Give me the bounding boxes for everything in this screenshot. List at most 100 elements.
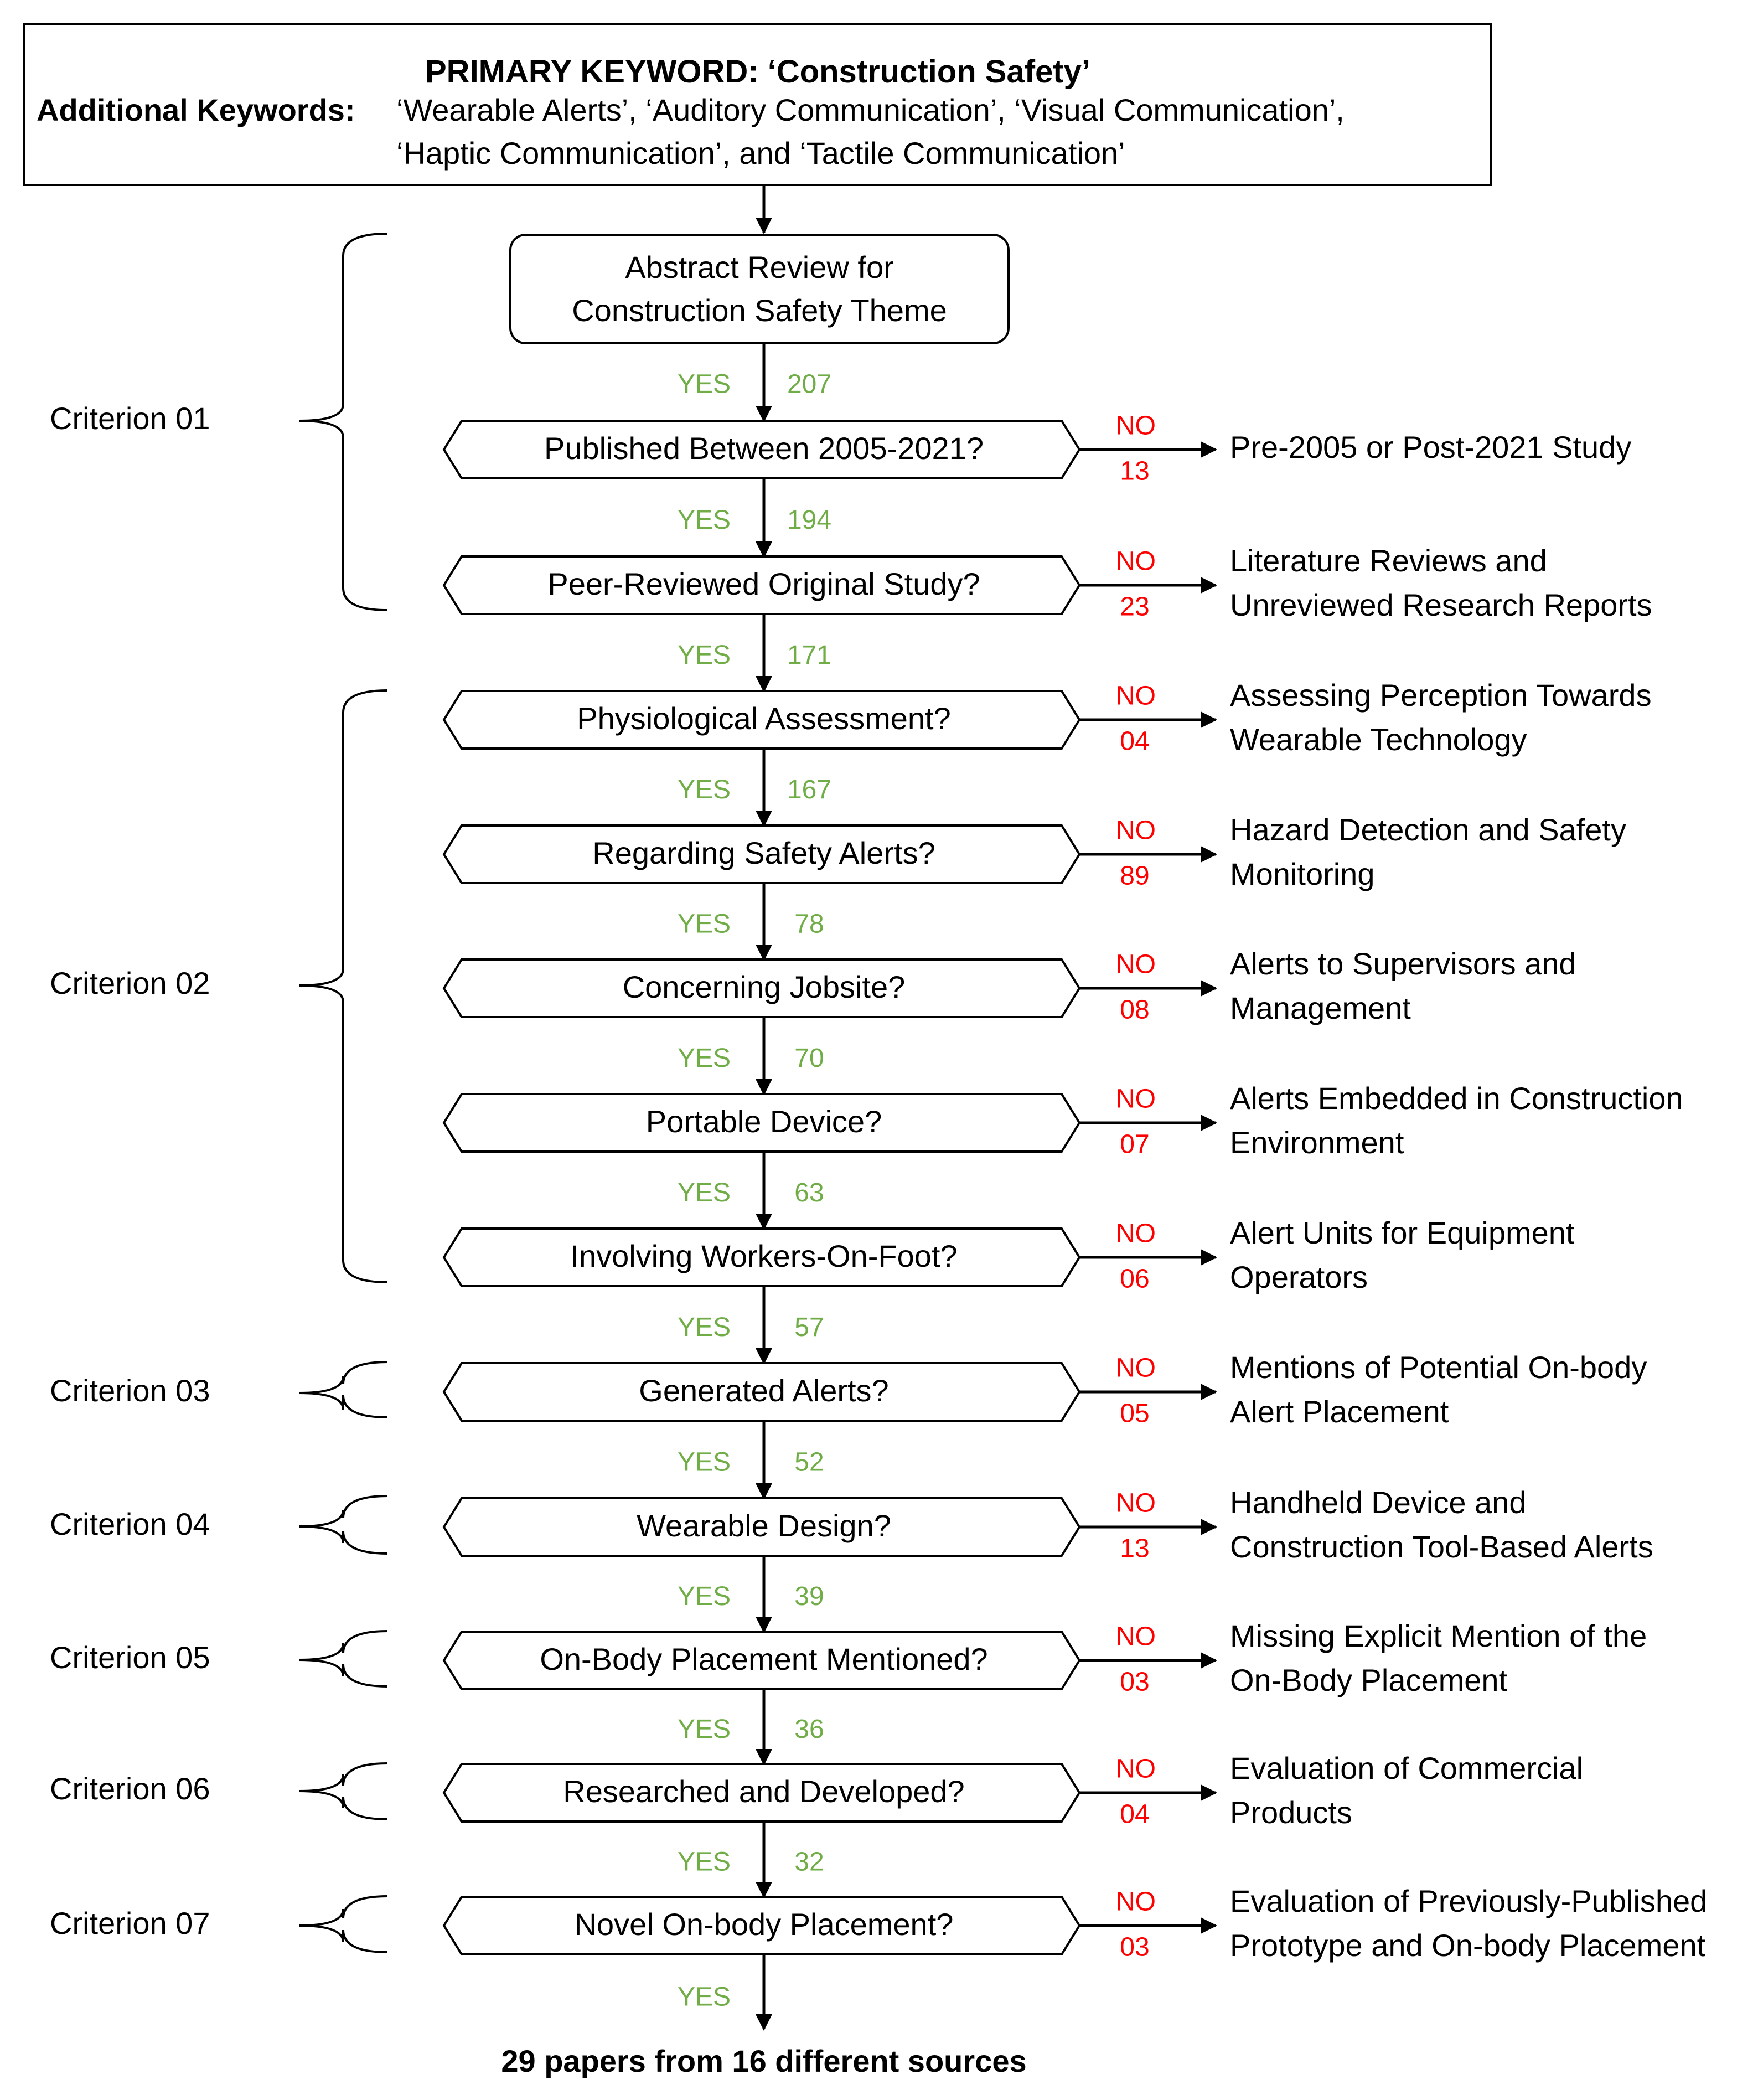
decision-node xyxy=(442,1497,1081,1557)
criterion-label: Criterion 04 xyxy=(50,1506,210,1541)
exclusion-text: Evaluation of Commercial xyxy=(1230,1751,1583,1786)
no-count: 08 xyxy=(1120,995,1149,1025)
exclusion-text: Alerts to Supervisors and xyxy=(1230,946,1576,981)
criterion-label: Criterion 02 xyxy=(50,966,210,1000)
exclusion-text: Evaluation of Previously-Published xyxy=(1230,1884,1707,1918)
exclusion-text: Alerts Embedded in Construction xyxy=(1230,1081,1683,1116)
exclusion-text: Products xyxy=(1230,1795,1352,1830)
decision-node xyxy=(442,1763,1081,1823)
no-label: NO xyxy=(1116,1887,1156,1917)
abstract-review-line-1: Abstract Review for xyxy=(625,250,894,285)
criterion-brace xyxy=(298,1361,388,1418)
yes-label: YES xyxy=(678,1983,731,2012)
yes-label: YES xyxy=(678,1044,731,1073)
no-label: NO xyxy=(1116,411,1156,441)
yes-count: 32 xyxy=(794,1848,824,1877)
criterion-brace xyxy=(298,1630,388,1688)
decision-node xyxy=(442,1227,1081,1287)
decision-question: Involving Workers-On-Foot? xyxy=(570,1239,957,1273)
no-label: NO xyxy=(1116,682,1156,711)
yes-count: 57 xyxy=(794,1313,824,1342)
criterion-brace xyxy=(298,233,388,611)
criterion-label: Criterion 05 xyxy=(50,1640,210,1675)
additional-keywords-label: Additional Keywords: xyxy=(37,92,355,127)
yes-count: 70 xyxy=(794,1044,824,1073)
decision-question: Peer-Reviewed Original Study? xyxy=(547,566,980,601)
decision-node xyxy=(442,555,1081,615)
yes-count: 207 xyxy=(787,370,831,399)
no-count: 07 xyxy=(1120,1130,1149,1159)
no-count: 13 xyxy=(1120,1534,1149,1564)
exclusion-text: On-Body Placement xyxy=(1230,1663,1508,1697)
decision-question: Physiological Assessment? xyxy=(577,701,950,736)
decision-node xyxy=(442,420,1081,479)
decision-node xyxy=(442,690,1081,750)
yes-label: YES xyxy=(678,370,731,399)
yes-count: 194 xyxy=(787,505,831,535)
no-count: 06 xyxy=(1120,1265,1149,1294)
no-count: 05 xyxy=(1120,1399,1149,1428)
exclusion-text: Mentions of Potential On-body xyxy=(1230,1350,1647,1385)
criterion-brace xyxy=(298,1495,388,1555)
decision-node xyxy=(442,1362,1081,1422)
no-label: NO xyxy=(1116,950,1156,979)
no-count: 23 xyxy=(1120,592,1149,622)
decision-node xyxy=(442,1631,1081,1690)
no-count: 03 xyxy=(1120,1933,1149,1962)
criterion-label: Criterion 07 xyxy=(50,1906,210,1941)
exclusion-text: Pre-2005 or Post-2021 Study xyxy=(1230,430,1631,465)
exclusion-text: Wearable Technology xyxy=(1230,722,1527,757)
yes-count: 78 xyxy=(794,910,824,939)
no-count: 03 xyxy=(1120,1668,1149,1697)
yes-label: YES xyxy=(678,1582,731,1611)
exclusion-text: Management xyxy=(1230,990,1411,1025)
yes-count: 171 xyxy=(787,641,831,670)
decision-question: Portable Device? xyxy=(646,1104,882,1139)
exclusion-text: Handheld Device and xyxy=(1230,1485,1526,1520)
no-count: 04 xyxy=(1120,727,1149,756)
final-result: 29 papers from 16 different sources xyxy=(501,2044,1027,2078)
yes-count: 52 xyxy=(794,1448,824,1477)
exclusion-text: Assessing Perception Towards xyxy=(1230,678,1652,713)
yes-count: 39 xyxy=(794,1582,824,1611)
exclusion-text: Prototype and On-body Placement xyxy=(1230,1928,1706,1963)
no-label: NO xyxy=(1116,1354,1156,1383)
no-label: NO xyxy=(1116,816,1156,845)
additional-keywords-line-1: ‘Wearable Alerts’, ‘Auditory Communicati… xyxy=(396,92,1345,127)
exclusion-text: Environment xyxy=(1230,1125,1404,1160)
decision-node xyxy=(442,958,1081,1018)
criterion-brace xyxy=(298,1895,388,1953)
decision-question: Published Between 2005-2021? xyxy=(544,431,984,466)
exclusion-text: Construction Tool-Based Alerts xyxy=(1230,1529,1653,1564)
decision-question: Wearable Design? xyxy=(637,1508,891,1543)
additional-keywords-line-2: ‘Haptic Communication’, and ‘Tactile Com… xyxy=(396,136,1125,171)
decision-question: Generated Alerts? xyxy=(639,1373,888,1408)
yes-label: YES xyxy=(678,505,731,535)
yes-label: YES xyxy=(678,641,731,670)
criterion-label: Criterion 01 xyxy=(50,401,210,436)
yes-label: YES xyxy=(678,1313,731,1342)
exclusion-text: Alert Units for Equipment xyxy=(1230,1215,1575,1250)
yes-label: YES xyxy=(678,775,731,804)
no-label: NO xyxy=(1116,1755,1156,1784)
no-label: NO xyxy=(1116,547,1156,576)
exclusion-text: Monitoring xyxy=(1230,856,1374,891)
yes-count: 63 xyxy=(794,1178,824,1208)
decision-question: Concerning Jobsite? xyxy=(623,969,906,1004)
criterion-label: Criterion 06 xyxy=(50,1771,210,1806)
yes-count: 36 xyxy=(794,1715,824,1744)
yes-count: 167 xyxy=(787,775,831,804)
decision-question: Novel On-body Placement? xyxy=(575,1907,954,1942)
yes-label: YES xyxy=(678,1848,731,1877)
yes-label: YES xyxy=(678,1178,731,1208)
yes-label: YES xyxy=(678,1715,731,1744)
criterion-brace xyxy=(298,1762,388,1820)
decision-node xyxy=(442,824,1081,884)
no-count: 04 xyxy=(1120,1800,1149,1829)
no-label: NO xyxy=(1116,1219,1156,1248)
no-count: 13 xyxy=(1120,457,1149,486)
abstract-review-box: Abstract Review for Construction Safety … xyxy=(509,234,1010,344)
abstract-review-line-2: Construction Safety Theme xyxy=(572,293,947,328)
decision-question: On-Body Placement Mentioned? xyxy=(540,1642,987,1676)
